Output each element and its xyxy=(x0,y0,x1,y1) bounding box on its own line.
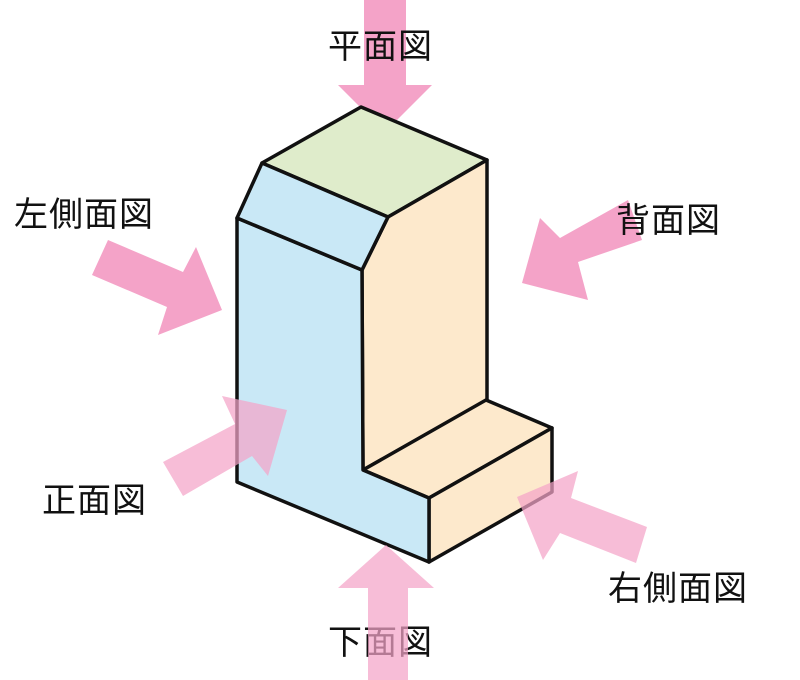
label-right-side-view: 右側面図 xyxy=(608,569,748,609)
label-left-side-view: 左側面図 xyxy=(14,195,154,235)
label-bottom-view: 下面図 xyxy=(328,623,433,663)
chamfer-face xyxy=(235,161,390,272)
label-top-view: 平面図 xyxy=(328,27,433,67)
arrow-back-icon xyxy=(522,200,642,300)
arrow-top-icon xyxy=(338,0,432,132)
label-back-view: 背面図 xyxy=(616,201,721,241)
arrow-left-side-icon xyxy=(92,240,222,335)
label-front-view: 正面図 xyxy=(42,481,147,521)
